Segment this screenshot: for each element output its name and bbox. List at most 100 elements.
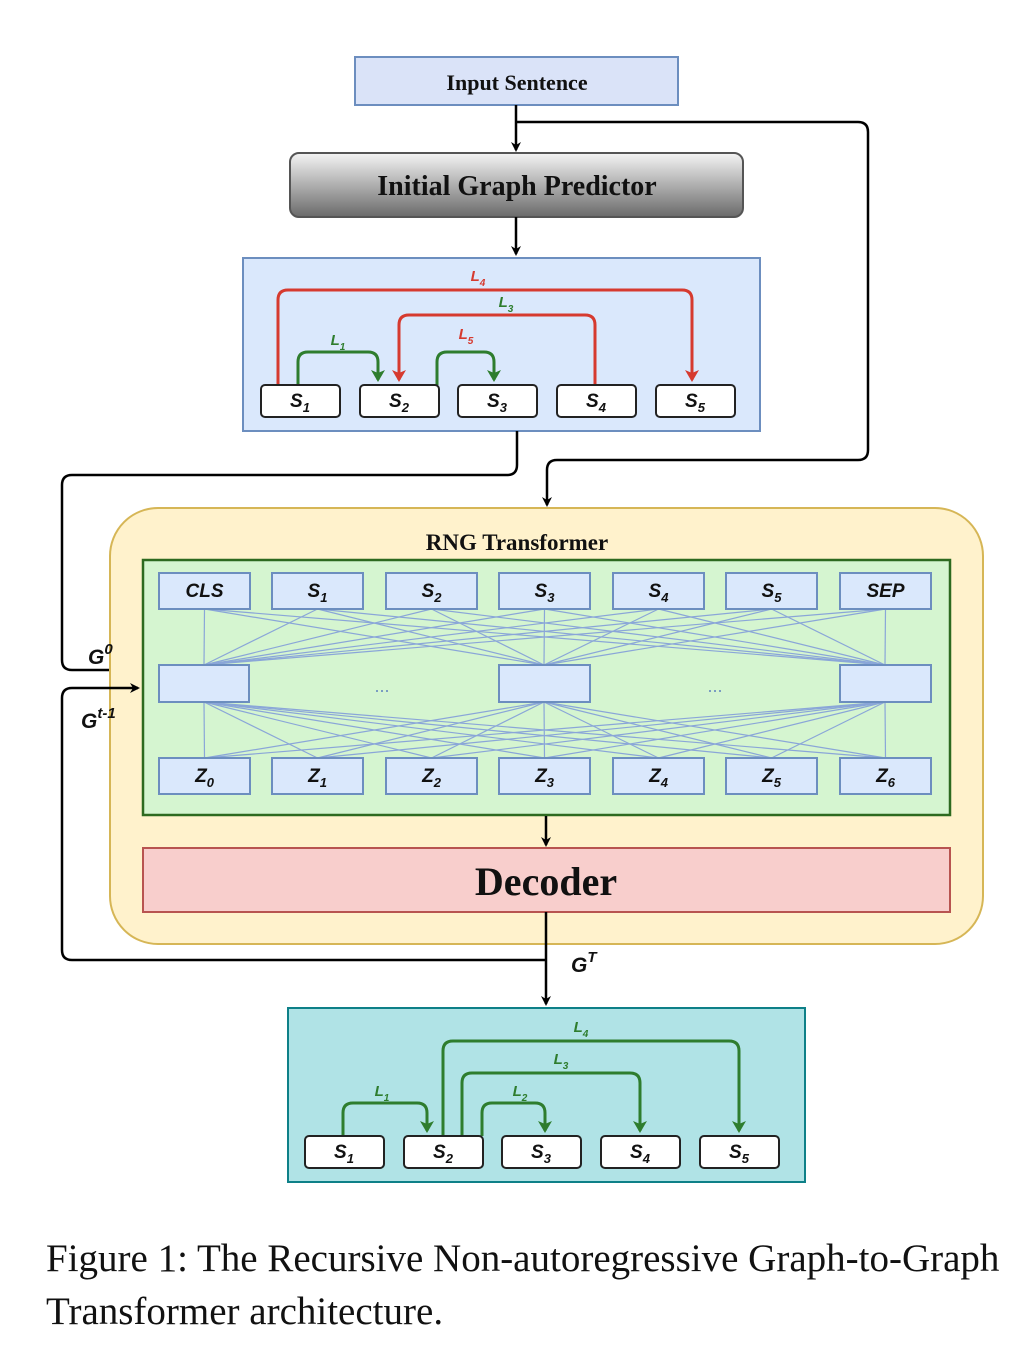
edge-l2-final xyxy=(480,1101,552,1136)
output-token-label-2: Z1 xyxy=(307,766,327,790)
decoder-label: Decoder xyxy=(475,859,617,904)
initial-graph-node-5 xyxy=(655,384,736,418)
initial-graph-nodes: S1 S2 S3 S4 S5 xyxy=(260,384,736,418)
input-token-label-7: SEP xyxy=(866,581,904,602)
final-graph-node-2 xyxy=(403,1135,484,1169)
encoder-line-bottom-37 xyxy=(543,701,772,759)
encoder-line-bottom-34 xyxy=(543,701,659,759)
input-token-2 xyxy=(271,572,364,610)
input-token-label-2: S1 xyxy=(308,581,328,605)
encoder-line-top-6 xyxy=(203,608,432,666)
encoder-line-bottom-30 xyxy=(203,701,545,759)
input-to-transformer-bypass-arrow xyxy=(516,120,870,507)
output-token-label-6: Z5 xyxy=(761,766,782,790)
edge-l3-final xyxy=(460,1071,647,1136)
edge-l3-initial xyxy=(392,313,597,385)
initial-graph-node-3 xyxy=(457,384,538,418)
gt-output-label: GT xyxy=(571,949,598,977)
initial-graph-node-4 xyxy=(556,384,637,418)
encoder-line-top-18 xyxy=(203,608,886,666)
initial-graph-node-1 xyxy=(260,384,341,418)
output-token-2 xyxy=(271,757,364,795)
encoder-line-top-15 xyxy=(203,608,772,666)
output-token-label-1: Z0 xyxy=(194,766,215,790)
ellipsis-right: ... xyxy=(707,676,722,696)
decoder-box xyxy=(142,847,951,913)
edge-label-l3-final: L3 xyxy=(554,1051,569,1072)
final-graph-node-5 xyxy=(699,1135,780,1169)
final-graph-node-3 xyxy=(501,1135,582,1169)
encoder-connections xyxy=(203,608,887,759)
output-token-label-4: Z3 xyxy=(534,766,555,790)
encoder-line-bottom-36 xyxy=(203,701,772,759)
encoder-line-bottom-21 xyxy=(203,701,206,759)
encoder-line-bottom-27 xyxy=(203,701,432,759)
encoder-line-bottom-39 xyxy=(203,701,886,759)
input-token-label-3: S2 xyxy=(422,581,443,605)
edge-label-l4-final: L4 xyxy=(574,1019,589,1040)
input-token-1 xyxy=(158,572,251,610)
input-sentence-label: Input Sentence xyxy=(446,70,587,95)
hidden-layer-row: ... ... xyxy=(158,664,932,703)
initial-graph-node-label-4: S4 xyxy=(586,391,607,415)
hidden-node-left xyxy=(158,664,250,703)
final-graph-nodes: S1 S2 S3 S4 S5 xyxy=(304,1135,780,1169)
final-graph-node-label-1: S1 xyxy=(334,1142,354,1166)
input-sentence-box xyxy=(354,56,679,106)
input-token-7 xyxy=(839,572,932,610)
encoder-line-top-17 xyxy=(771,608,886,666)
initial-graph-node-2 xyxy=(359,384,440,418)
initial-graph-node-label-1: S1 xyxy=(290,391,310,415)
encoder-line-top-12 xyxy=(203,608,659,666)
g0-label: G0 xyxy=(88,641,113,669)
edge-label-l2-final: L2 xyxy=(513,1083,528,1104)
output-token-1 xyxy=(158,757,251,795)
edge-l1-final xyxy=(341,1101,434,1136)
g0-input-arrow xyxy=(60,431,519,675)
encoder-line-bottom-33 xyxy=(203,701,659,759)
hidden-node-middle xyxy=(498,664,591,703)
final-graph-node-label-2: S2 xyxy=(433,1142,454,1166)
final-graph-node-4 xyxy=(600,1135,681,1169)
input-token-label-4: S3 xyxy=(535,581,556,605)
initial-graph-node-label-2: S2 xyxy=(389,391,410,415)
encoder-line-bottom-40 xyxy=(543,701,886,759)
edge-label-l1-final: L1 xyxy=(375,1083,390,1104)
input-token-3 xyxy=(385,572,478,610)
edge-label-l4-initial: L4 xyxy=(471,268,486,289)
encoder-line-bottom-35 xyxy=(658,701,886,759)
encoder-line-top-20 xyxy=(884,608,887,666)
edge-label-l5-initial: L5 xyxy=(459,326,474,347)
gt-minus-1-label: Gt-1 xyxy=(81,705,116,733)
hidden-node-right xyxy=(839,664,932,703)
encoder-line-bottom-41 xyxy=(884,701,887,759)
encoder-line-top-14 xyxy=(658,608,886,666)
edge-l4-initial xyxy=(276,288,699,385)
final-graph-node-label-3: S3 xyxy=(531,1142,552,1166)
ellipsis-left: ... xyxy=(374,676,389,696)
input-token-4 xyxy=(498,572,591,610)
edge-l5-initial xyxy=(435,350,501,385)
output-token-4 xyxy=(498,757,591,795)
initial-graph-node-label-5: S5 xyxy=(685,391,706,415)
output-token-3 xyxy=(385,757,478,795)
final-graph-node-label-4: S4 xyxy=(630,1142,651,1166)
initial-graph-predictor-label: Initial Graph Predictor xyxy=(377,171,656,202)
output-token-label-7: Z6 xyxy=(875,766,896,790)
output-token-6 xyxy=(725,757,818,795)
gt-minus-1-feedback-arrow xyxy=(60,683,546,962)
encoder-line-top-16 xyxy=(543,608,772,666)
encoder-line-top-19 xyxy=(543,608,886,666)
final-graph-node-label-5: S5 xyxy=(729,1142,750,1166)
output-token-7 xyxy=(839,757,932,795)
figure-caption: Figure 1: The Recursive Non-autoregressi… xyxy=(46,1237,1000,1333)
input-token-6 xyxy=(725,572,818,610)
output-token-5 xyxy=(612,757,705,795)
final-graph-node-1 xyxy=(304,1135,385,1169)
initial-graph-node-label-3: S3 xyxy=(487,391,508,415)
